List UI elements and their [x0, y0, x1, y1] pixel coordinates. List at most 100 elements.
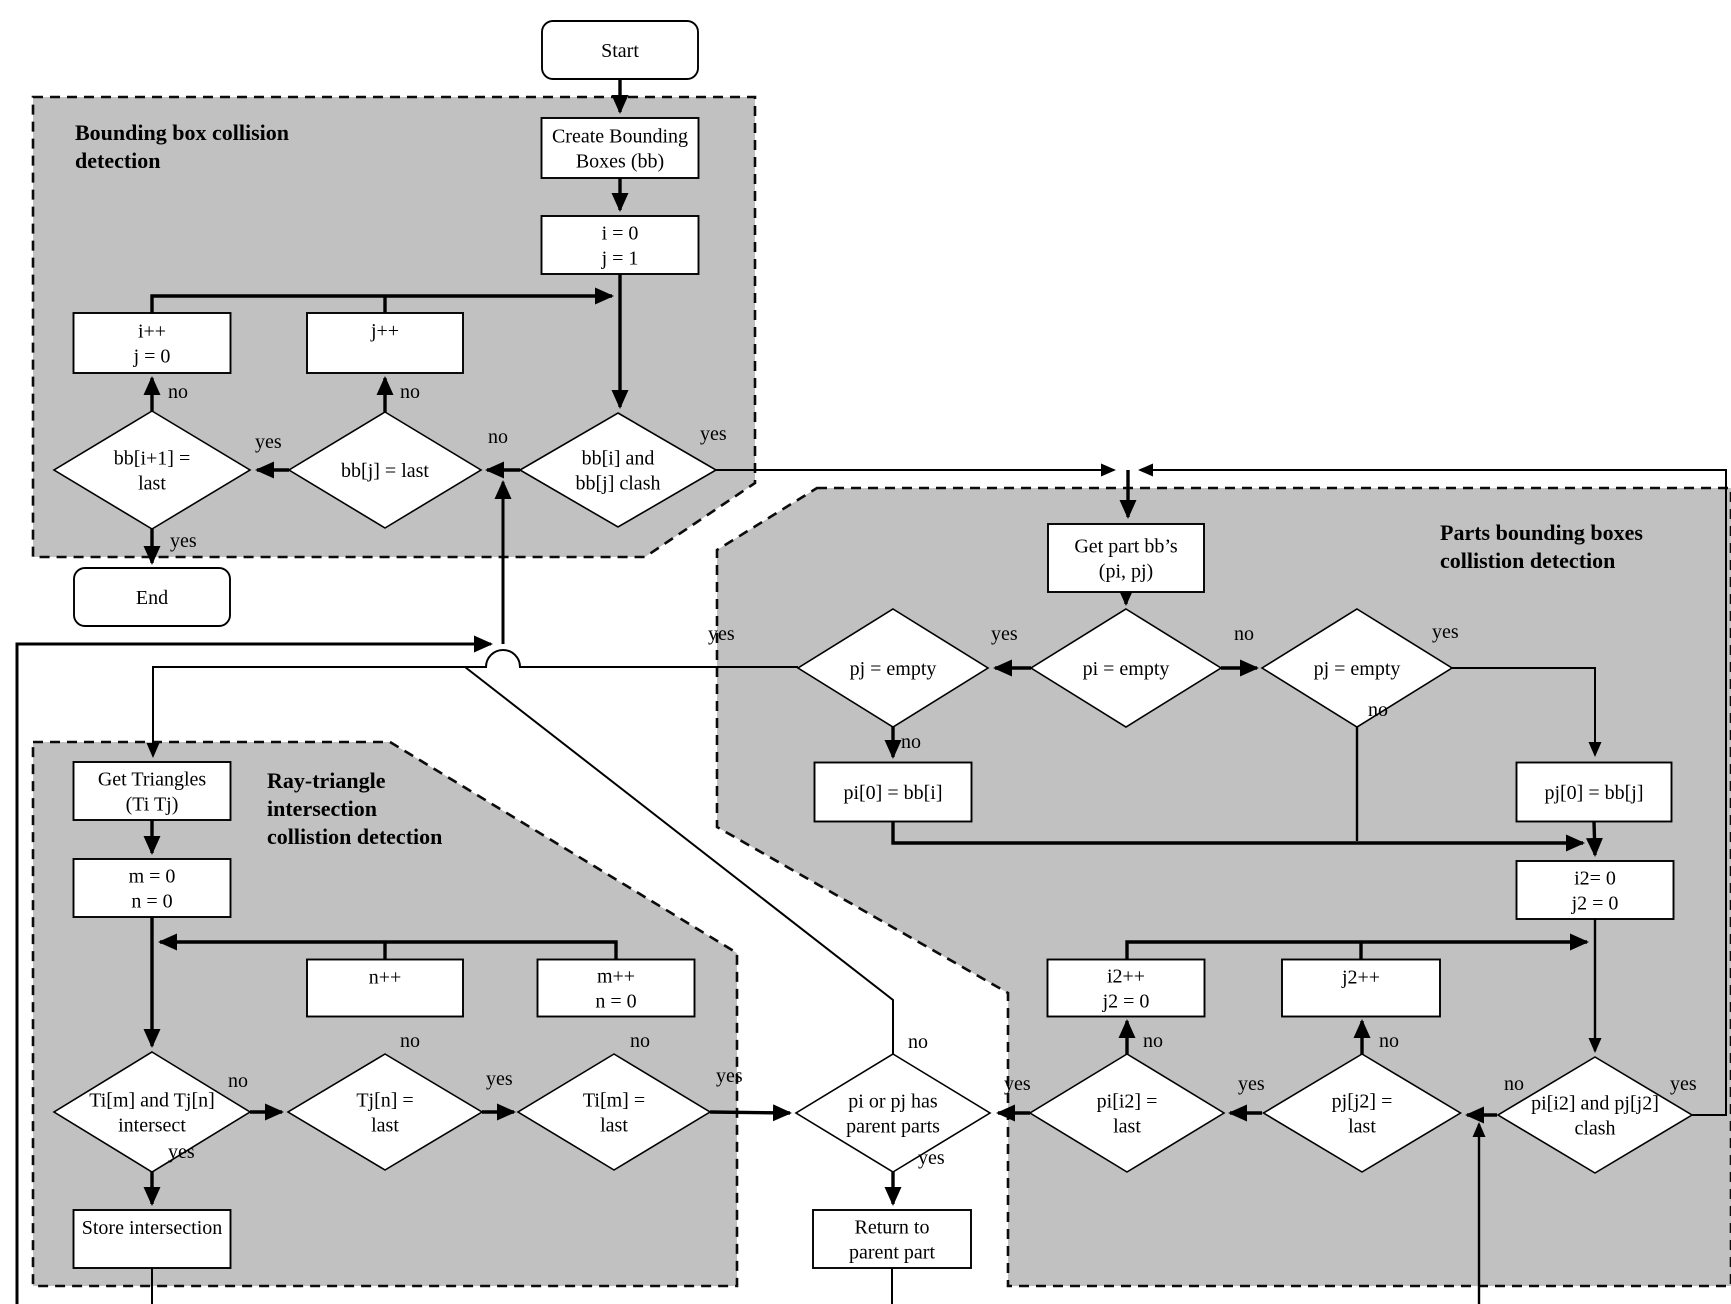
get-part-bbs-line-0: Get part bb’s — [1074, 536, 1178, 558]
branch-label-no-18: no — [908, 1031, 928, 1053]
pi-pj-clash-line-1: clash — [1574, 1118, 1615, 1140]
edge-parent-no-diagonal — [464, 666, 894, 1054]
ti-tj-intersect-label: Ti[m] and Tj[n]intersect — [89, 1090, 215, 1137]
i-increment-shape — [72, 312, 232, 374]
get-part-bbs-shape — [1047, 523, 1205, 593]
i-increment-label: i++j = 0 — [133, 321, 171, 368]
branch-label-yes-5: yes — [170, 530, 197, 552]
branch-label-no-10: no — [901, 731, 921, 753]
pj-empty-left-label: pj = empty — [850, 658, 937, 680]
init-i-j-shape — [540, 215, 700, 275]
region-title-0-line-1: detection — [75, 148, 161, 173]
tj-n-last-line-1: last — [371, 1115, 399, 1137]
i2-increment-line-1: j2 = 0 — [1102, 991, 1150, 1013]
branch-label-no-14: no — [1504, 1073, 1524, 1095]
branch-label-yes-17: yes — [1004, 1073, 1031, 1095]
pi-i2-last-shape — [1028, 1053, 1226, 1173]
edge-pj0-down — [1585, 821, 1603, 857]
pi-i2-last-label: pi[i2] =last — [1097, 1091, 1158, 1138]
branch-label-yes-15: yes — [1670, 1073, 1697, 1095]
start-line-0: Start — [601, 40, 639, 62]
parent-parts-shape — [794, 1053, 992, 1173]
edge-ti-yes-right — [709, 1104, 792, 1122]
j2-increment-label: j2++ — [1341, 967, 1380, 989]
j-increment-shape — [306, 312, 464, 374]
pj-empty-left-line-0: pj = empty — [850, 658, 937, 680]
node-pj-empty-left: pj = empty — [796, 608, 990, 728]
store-intersection-line-0: Store intersection — [82, 1217, 223, 1239]
edge-pj-left-yes-to-triangles — [146, 649, 798, 758]
start-label: Start — [601, 40, 639, 62]
get-triangles-shape — [72, 761, 232, 821]
pi-pj-clash-line-0: pi[i2] and pj[j2] — [1531, 1093, 1659, 1115]
bb-i1-last-label: bb[i+1] =last — [114, 448, 190, 495]
ti-tj-intersect-line-0: Ti[m] and Tj[n] — [89, 1090, 215, 1112]
branch-label-no-3: no — [488, 426, 508, 448]
node-pj-empty-right: pj = empty — [1260, 608, 1454, 728]
pi-empty-line-0: pi = empty — [1083, 658, 1170, 680]
store-intersection-shape — [72, 1209, 232, 1269]
branch-label-yes-7: yes — [991, 623, 1018, 645]
branch-label-yes-19: yes — [918, 1147, 945, 1169]
branch-label-yes-6: yes — [708, 623, 735, 645]
pj0-bbj-line-0: pj[0] = bb[j] — [1544, 782, 1643, 804]
pj-j2-last-label: pj[j2] =last — [1332, 1091, 1393, 1138]
node-get-part-bbs: Get part bb’s(pi, pj) — [1047, 523, 1205, 593]
node-store-intersection: Store intersection — [72, 1209, 232, 1269]
branch-label-no-8: no — [1234, 623, 1254, 645]
edge-loop2-merge — [1125, 933, 1589, 959]
branch-label-no-11: no — [1368, 699, 1388, 721]
parent-parts-line-0: pi or pj has — [848, 1091, 938, 1113]
create-bounding-boxes-line-0: Create Bounding — [552, 126, 688, 148]
ti-m-last-label: Ti[m] =last — [583, 1090, 645, 1137]
pi0-bbi-line-0: pi[0] = bb[i] — [843, 782, 942, 804]
i-increment-line-1: j = 0 — [133, 346, 171, 368]
node-ti-m-last: Ti[m] =last — [516, 1053, 712, 1171]
node-pi-empty: pi = empty — [1029, 608, 1223, 728]
bb-i1-last-line-0: bb[i+1] = — [114, 448, 190, 470]
tj-n-last-line-0: Tj[n] = — [356, 1090, 413, 1112]
region-title-1-line-0: Parts bounding boxes — [1440, 520, 1643, 545]
n-increment-label: n++ — [369, 967, 402, 989]
node-m-increment: m++n = 0 — [536, 958, 696, 1018]
node-bb-j-last: bb[j] = last — [287, 411, 483, 529]
region-title-2-line-0: Ray-triangle — [267, 768, 386, 793]
region-title-2-line-2: collistion detection — [267, 824, 442, 849]
m-increment-label: m++n = 0 — [595, 966, 636, 1013]
return-parent-line-0: Return to — [855, 1217, 930, 1239]
end-shape — [73, 567, 231, 627]
node-bb-i1-last: bb[i+1] =last — [52, 410, 252, 530]
branch-label-yes-16: yes — [1238, 1073, 1265, 1095]
end-line-0: End — [136, 587, 168, 609]
node-i-increment: i++j = 0 — [72, 312, 232, 374]
edge-layer — [15, 80, 1727, 1304]
node-j-increment: j++ — [306, 312, 464, 374]
tj-n-last-shape — [286, 1053, 484, 1171]
pi-pj-clash-shape — [1496, 1056, 1694, 1174]
node-end: End — [73, 567, 231, 627]
edge-outer-loop-right — [1138, 463, 1727, 1116]
node-n-increment: n++ — [306, 958, 464, 1018]
create-bounding-boxes-shape — [540, 117, 700, 179]
ti-tj-intersect-shape — [52, 1051, 252, 1173]
pj-j2-last-line-1: last — [1348, 1116, 1376, 1138]
init-i2-j2-line-1: j2 = 0 — [1571, 893, 1619, 915]
branch-label-no-0: no — [168, 381, 188, 403]
node-tj-n-last: Tj[n] = last — [286, 1053, 484, 1171]
pi-pj-clash-label: pi[i2] and pj[j2] clash — [1531, 1093, 1659, 1140]
pj-empty-right-shape — [1260, 608, 1454, 728]
edge-pj-right-yes — [1452, 667, 1602, 757]
branch-label-no-23: no — [400, 1030, 420, 1052]
j-increment-line-0: j++ — [370, 320, 399, 342]
n-increment-shape — [306, 958, 464, 1018]
branch-label-yes-24: yes — [716, 1065, 743, 1087]
node-ti-tj-intersect: Ti[m] and Tj[n]intersect — [52, 1051, 252, 1173]
